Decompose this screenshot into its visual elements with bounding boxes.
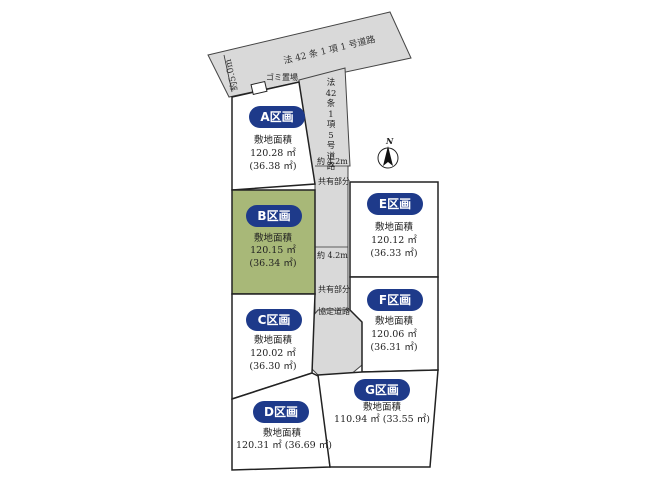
width-label-upper: 約 4.2m <box>317 157 348 166</box>
compass-icon <box>377 146 399 169</box>
private-road-label: 法 42 条 1 項 5 号 道 路 <box>324 78 338 173</box>
lot-badge-g: G区画 <box>354 379 410 401</box>
lot-area-label-f: 敷地面積 <box>374 316 413 327</box>
private-road-char: 1 <box>328 109 334 120</box>
main-road <box>207 11 412 98</box>
road-width-dimension <box>223 54 233 93</box>
lot-tsubo-e: (36.33 ㎡) <box>370 248 418 259</box>
lot-badge-e: E区画 <box>367 193 423 215</box>
lot-area-c: 120.02 ㎡ <box>250 348 296 359</box>
lot-badge-d: D区画 <box>253 401 309 423</box>
lot-area-label-g: 敷地面積 <box>362 402 401 413</box>
private-road-char: 路 <box>326 162 336 172</box>
shared-part-label-lower: 共有部分 <box>318 285 350 294</box>
shared-part-label-upper: 共有部分 <box>318 177 350 186</box>
garbage-station <box>250 80 268 96</box>
lot-area-label-b: 敷地面積 <box>253 233 292 244</box>
lot-tsubo-f: (36.31 ㎡) <box>370 342 418 353</box>
lot-area-label-c: 敷地面積 <box>253 335 292 346</box>
lot-tsubo-a: (36.38 ㎡) <box>249 161 297 172</box>
lot-area-label-d: 敷地面積 <box>262 428 301 439</box>
lot-tsubo-b: (36.34 ㎡) <box>249 258 297 269</box>
compass-north-label: N <box>386 136 394 146</box>
garbage-label: ゴミ置場 <box>266 73 298 82</box>
lot-badge-a: A区画 <box>249 106 305 128</box>
private-road-char: 5 <box>328 130 334 141</box>
lot-area-label-a: 敷地面積 <box>253 135 292 146</box>
lot-badge-c: C区画 <box>246 309 302 331</box>
lot-tsubo-c: (36.30 ㎡) <box>249 361 297 372</box>
lot-area-a: 120.28 ㎡ <box>250 148 296 159</box>
lot-badge-f: F区画 <box>367 289 423 311</box>
private-road-char: 道 <box>326 151 336 162</box>
lot-badge-b: B区画 <box>246 205 302 227</box>
private-road-char: 項 <box>326 120 336 130</box>
private-road-char: 号 <box>326 141 336 151</box>
lot-area-g: 110.94 ㎡ (33.55 ㎡) <box>334 414 430 425</box>
lot-area-label-e: 敷地面積 <box>374 222 413 233</box>
private-road-char: 法 <box>326 78 336 88</box>
lot-area-e: 120.12 ㎡ <box>371 235 417 246</box>
easement-road-area <box>307 309 363 376</box>
lot-area-f: 120.06 ㎡ <box>371 329 417 340</box>
easement-road-label: 協定道路 <box>318 307 350 316</box>
lot-area-b: 120.15 ㎡ <box>250 245 296 256</box>
width-label-lower: 約 4.2m <box>317 251 348 260</box>
lot-area-d: 120.31 ㎡ (36.69 ㎡) <box>236 440 332 451</box>
private-road-char: 42 <box>325 88 337 99</box>
private-road-char: 条 <box>326 99 336 109</box>
